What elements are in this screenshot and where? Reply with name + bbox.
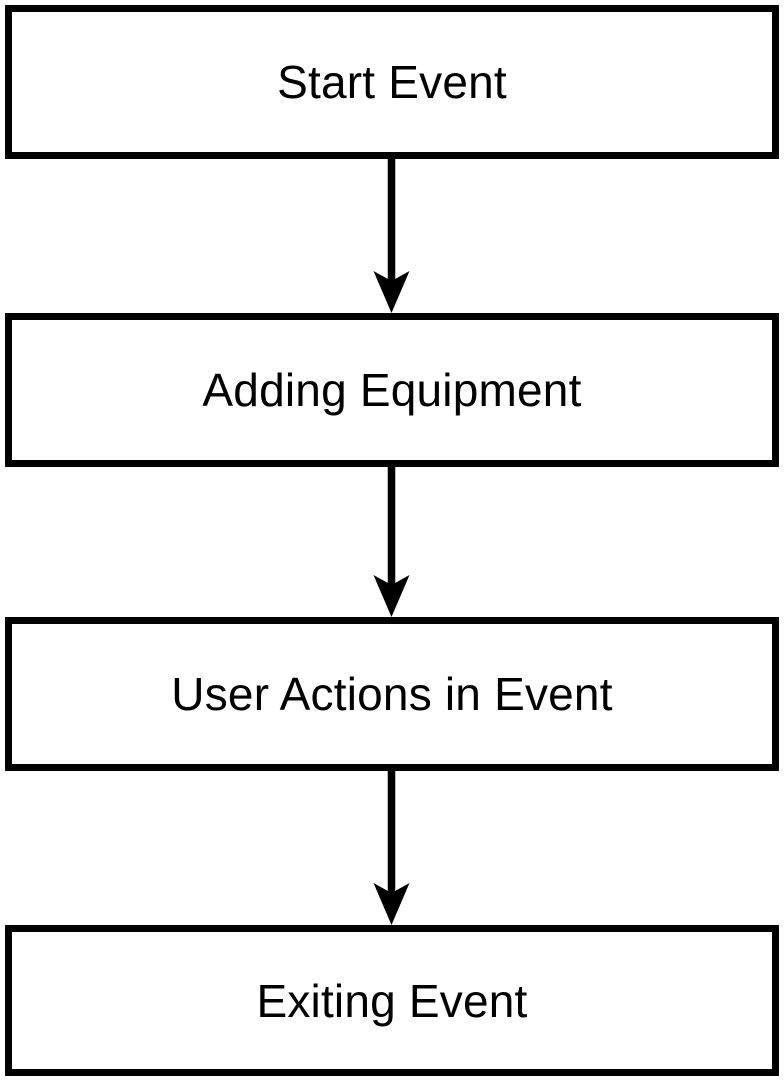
flow-node-label: Start Event xyxy=(277,56,507,108)
flow-node-adding-equipment[interactable]: Adding Equipment xyxy=(5,313,779,467)
arrow-head-icon xyxy=(373,883,410,925)
flow-edge-2-arrow xyxy=(373,467,410,617)
flow-node-user-actions-in-event[interactable]: User Actions in Event xyxy=(5,617,779,771)
flow-edge-3-arrow xyxy=(373,771,410,925)
flow-node-exiting-event[interactable]: Exiting Event xyxy=(5,925,779,1076)
arrow-head-icon xyxy=(373,271,410,313)
flow-node-label: Exiting Event xyxy=(256,974,528,1027)
flow-node-start-event[interactable]: Start Event xyxy=(5,5,779,159)
flow-edge-1-arrow xyxy=(373,159,410,313)
arrow-head-icon xyxy=(373,575,410,617)
flow-node-label: User Actions in Event xyxy=(171,668,613,720)
flow-node-label: Adding Equipment xyxy=(202,364,582,416)
